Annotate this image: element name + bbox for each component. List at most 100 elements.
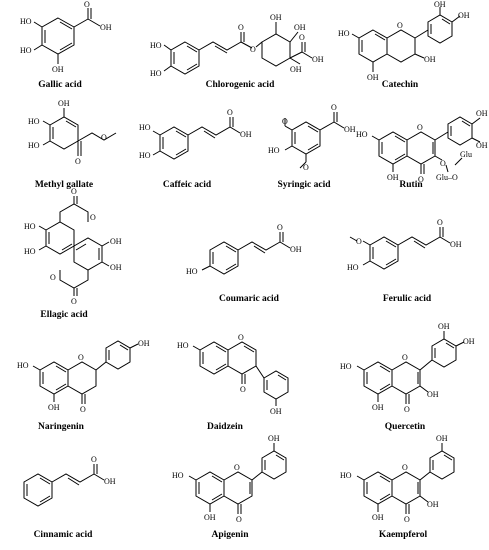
atom-label: OH	[372, 513, 384, 522]
atom-label: O	[402, 463, 408, 472]
atom-label: O	[75, 157, 81, 166]
atom-label: OH	[372, 403, 384, 412]
structure-apigenin: O HO OH O OH	[172, 434, 287, 524]
caption-gallic-acid: Gallic acid	[38, 80, 82, 90]
atom-label: O	[440, 159, 446, 168]
atom-label: OH	[110, 263, 122, 272]
atom-label: HO	[139, 123, 151, 132]
atom-label: HO	[28, 141, 40, 150]
caption-ferulic-acid: Ferulic acid	[382, 294, 432, 304]
structure-rutin: O HO OH O O Glu–O Glu OH OH	[356, 109, 488, 184]
atom-label: O	[80, 405, 86, 414]
structure-catechin: O HO OH OH OH OH	[338, 0, 470, 82]
atom-label: HO	[17, 361, 29, 370]
atom-label: OH	[240, 130, 252, 139]
atom-label: O	[397, 21, 403, 30]
atom-label: O	[404, 405, 410, 414]
caption-daidzein: Daidzein	[207, 422, 243, 432]
atom-label: O	[240, 385, 246, 394]
structure-kaempferol: O HO OH O OH OH	[340, 434, 455, 524]
structure-methyl-gallate: OH HO HO O O	[28, 99, 117, 166]
atom-label: OH	[427, 390, 439, 399]
atom-label: OH	[427, 500, 439, 509]
atom-label: OH	[52, 65, 64, 74]
atom-label: HO	[268, 146, 280, 155]
atom-label: OH	[438, 322, 450, 331]
atom-label: O	[84, 0, 90, 9]
caption-rutin: Rutin	[399, 180, 423, 190]
structure-chlorogenic-acid: HO HO O O OH OH O OH OH	[150, 13, 324, 78]
atom-label: O	[101, 133, 107, 142]
atom-label: HO	[356, 130, 368, 139]
atom-label: OH	[476, 109, 488, 118]
atom-label: O	[303, 163, 309, 172]
atom-label: OH	[450, 240, 462, 249]
structure-cinnamic-acid: O OH	[23, 455, 116, 507]
atom-label: HO	[338, 29, 350, 38]
atom-label: OH	[312, 55, 324, 64]
structure-gallic-acid: O OH HO HO OH	[20, 0, 112, 74]
atom-label: HO	[28, 117, 40, 126]
atom-label: OH	[463, 337, 475, 346]
atom-label: O	[71, 187, 77, 196]
atom-label: Glu–O	[436, 173, 458, 182]
atom-label: O	[402, 353, 408, 362]
atom-label: OH	[367, 73, 379, 82]
atom-label: OH	[48, 403, 60, 412]
atom-label: HO	[347, 263, 359, 272]
atom-label: O	[238, 23, 244, 32]
atom-label: HO	[20, 17, 32, 26]
atom-label: OH	[104, 477, 116, 486]
structure-quercetin: O HO OH O OH OH OH	[340, 322, 475, 414]
structure-ferulic-acid: O HO O OH	[347, 218, 462, 272]
atom-label: OH	[270, 407, 282, 416]
atom-label: O	[234, 463, 240, 472]
atom-label: O	[236, 515, 242, 524]
atom-label: OH	[204, 513, 216, 522]
atom-label: O	[282, 117, 288, 126]
atom-label: OH	[434, 0, 446, 9]
structure-coumaric-acid: HO O OH	[186, 223, 302, 276]
structure-caffeic-acid: HO HO O OH	[139, 108, 252, 160]
caption-quercetin: Quercetin	[384, 422, 426, 432]
atom-label: HO	[20, 46, 32, 55]
atom-label: OH	[458, 11, 470, 20]
atom-label: HO	[340, 471, 352, 480]
atom-label: O	[417, 123, 423, 132]
caption-naringenin: Naringenin	[38, 422, 84, 432]
atom-label: OH	[268, 434, 280, 443]
caption-coumaric-acid: Coumaric acid	[219, 294, 279, 304]
atom-label: OH	[110, 237, 122, 246]
atom-label: OH	[294, 23, 306, 32]
atom-label: HO	[150, 41, 162, 50]
atom-label: O	[50, 273, 56, 282]
structure-daidzein: O HO O OH	[177, 333, 289, 416]
atom-label: O	[356, 237, 362, 246]
atom-label: HO	[172, 471, 184, 480]
caption-ellagic-acid: Ellagic acid	[40, 310, 88, 320]
atom-label: OH	[476, 141, 488, 150]
atom-label: OH	[290, 65, 302, 74]
atom-label: OH	[344, 125, 356, 134]
atom-label: O	[299, 33, 305, 42]
atom-label: O	[437, 218, 443, 227]
atom-label: HO	[340, 362, 352, 371]
atom-label: O	[418, 175, 424, 184]
caption-apigenin: Apigenin	[211, 530, 249, 540]
atom-label: O	[238, 333, 244, 342]
atom-label: O	[404, 515, 410, 524]
atom-label: O	[277, 223, 283, 232]
atom-label: OH	[270, 13, 282, 22]
atom-label: HO	[139, 151, 151, 160]
atom-label: HO	[186, 267, 198, 276]
atom-label: OH	[138, 339, 150, 348]
caption-catechin: Catechin	[381, 80, 419, 90]
atom-label: OH	[58, 99, 70, 108]
atom-label: O	[331, 103, 337, 112]
caption-cinnamic-acid: Cinnamic acid	[33, 530, 93, 540]
caption-caffeic-acid: Caffeic acid	[162, 180, 212, 190]
structure-naringenin: O HO OH O OH	[17, 339, 150, 414]
atom-label: OH	[100, 23, 112, 32]
atom-label: O	[91, 455, 97, 464]
